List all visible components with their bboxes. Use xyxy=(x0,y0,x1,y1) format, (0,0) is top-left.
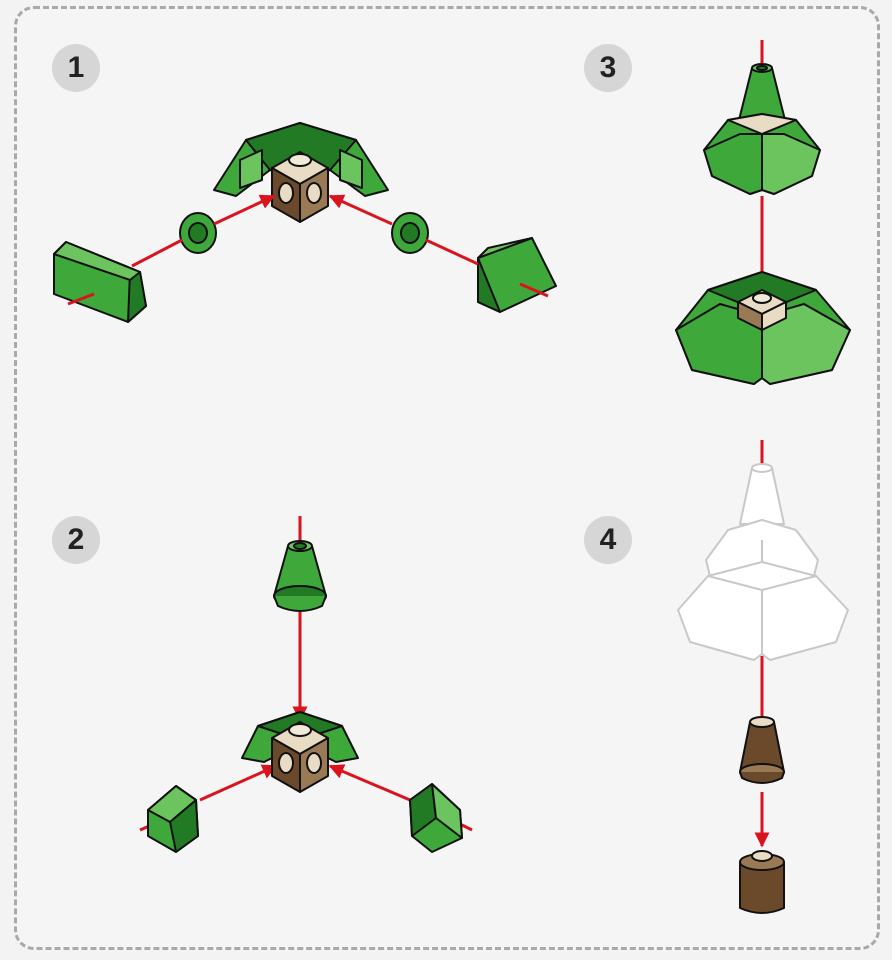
corner-slope-brick-icon xyxy=(704,114,820,194)
step-4-illustration xyxy=(678,440,848,913)
slope-brick-icon xyxy=(478,238,556,312)
brick-with-studs-icon xyxy=(272,152,328,222)
brick-with-studs-icon xyxy=(272,722,328,792)
step-2-illustration xyxy=(140,516,472,852)
cone-icon xyxy=(274,541,326,611)
round-plate-icon xyxy=(392,213,428,253)
slope-brick-icon xyxy=(410,784,462,852)
cylinder-icon xyxy=(740,851,784,913)
step-3-illustration xyxy=(676,40,850,384)
ghost-tree-icon xyxy=(678,464,848,660)
step-1-illustration xyxy=(54,123,556,322)
slope-brick-icon xyxy=(54,242,146,322)
slope-brick-icon xyxy=(148,786,198,852)
cone-icon xyxy=(740,717,784,783)
round-plate-icon xyxy=(180,213,216,253)
